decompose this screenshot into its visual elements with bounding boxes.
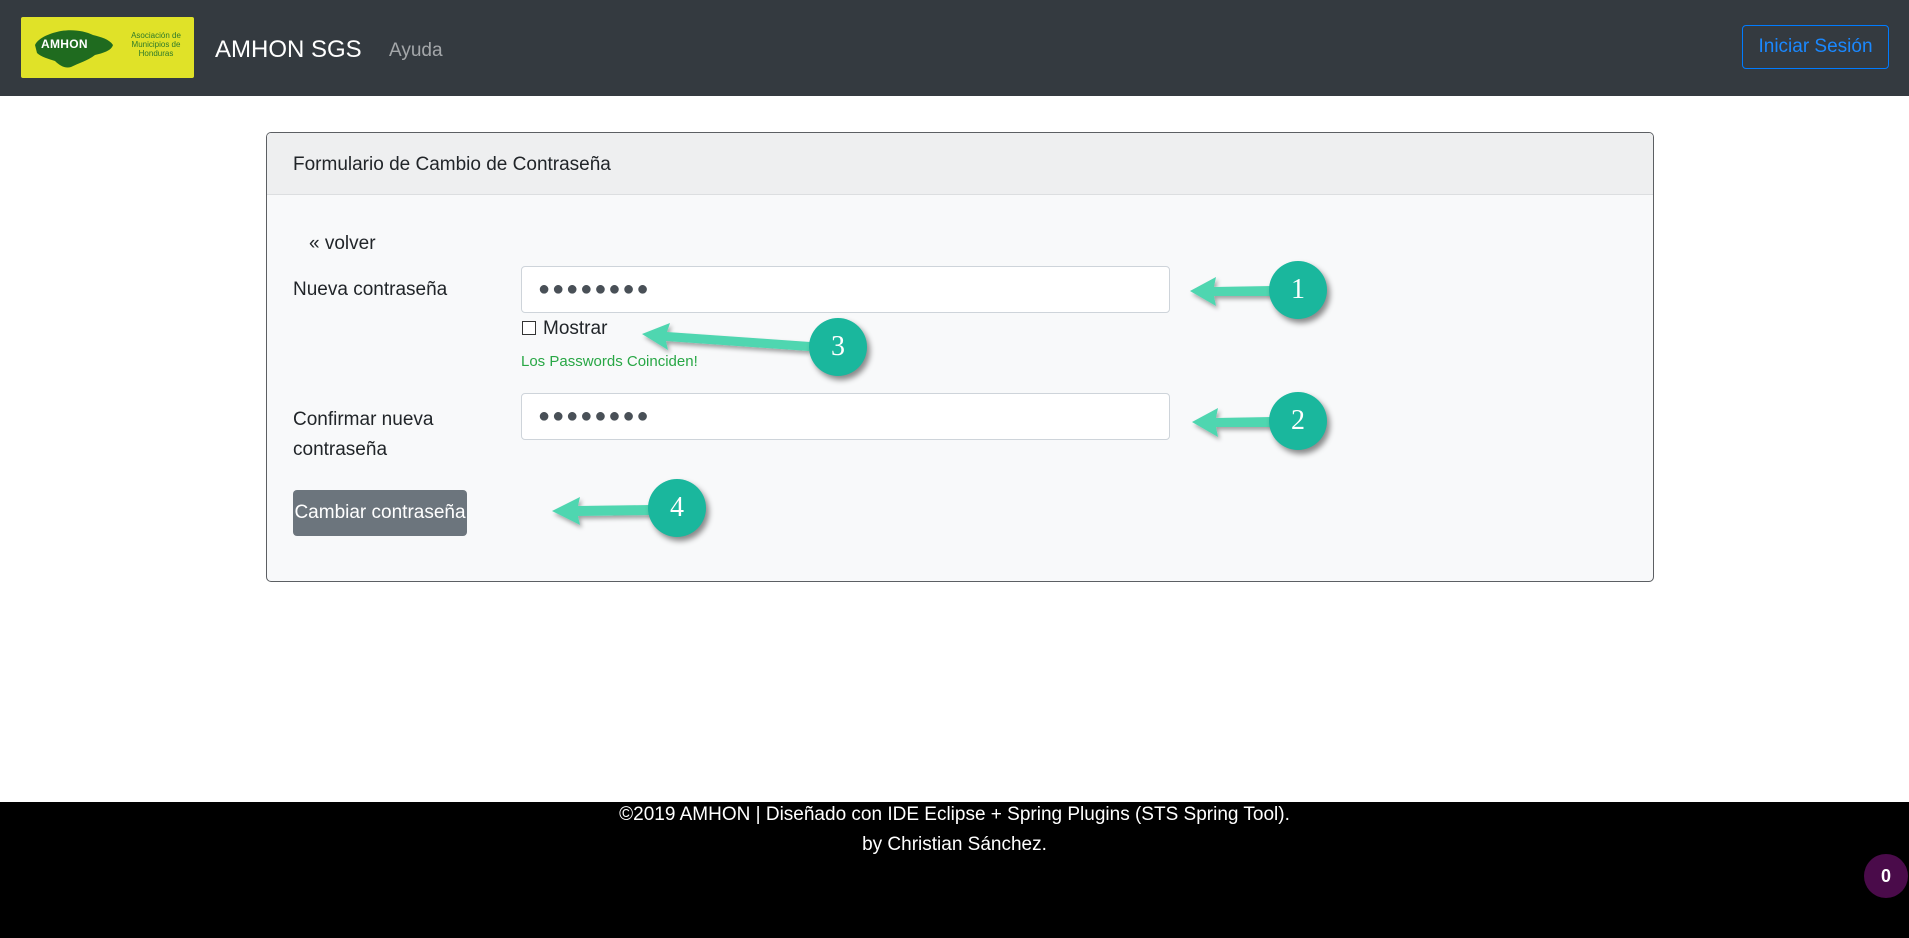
arrow-1-icon [1190,277,1272,306]
arrow-4-icon [552,497,652,525]
show-password-checkbox[interactable] [522,321,536,335]
password-change-card: Formulario de Cambio de Contraseña « vol… [266,132,1654,582]
show-password-label[interactable]: Mostrar [543,318,608,339]
navbar: AMHON Asociación de Municipios de Hondur… [0,0,1909,96]
new-password-label: Nueva contraseña [293,279,448,300]
new-password-input[interactable]: ●●●●●●●● [521,266,1170,313]
annotation-badge-1: 1 [1269,261,1327,319]
arrow-3-icon [642,323,810,351]
brand-title[interactable]: AMHON SGS [215,36,362,63]
nav-link-help[interactable]: Ayuda [389,40,443,61]
annotation-badge-2: 2 [1269,392,1327,450]
password-match-message: Los Passwords Coinciden! [521,353,698,370]
footer-author: by Christian Sánchez. [862,834,1047,855]
footer-copyright: ©2019 AMHON | Diseñado con IDE Eclipse +… [619,804,1290,825]
card-header: Formulario de Cambio de Contraseña [267,133,1653,195]
arrow-2-icon [1192,408,1272,437]
change-password-button[interactable]: Cambiar contraseña [293,490,467,536]
logo-tagline: Asociación de Municipios de Honduras [131,31,181,58]
card-title: Formulario de Cambio de Contraseña [293,154,611,175]
amhon-logo[interactable]: AMHON Asociación de Municipios de Hondur… [21,17,194,78]
annotation-badge-3: 3 [809,318,867,376]
honduras-map-icon [35,30,113,68]
counter-badge[interactable]: 0 [1864,854,1908,898]
confirm-password-label: Confirmar nueva contraseña [293,409,434,460]
login-button[interactable]: Iniciar Sesión [1742,25,1889,69]
confirm-password-input[interactable]: ●●●●●●●● [521,393,1170,440]
logo-word: AMHON [41,37,88,51]
back-link[interactable]: « volver [309,233,376,254]
footer [0,802,1909,938]
annotation-badge-4: 4 [648,479,706,537]
